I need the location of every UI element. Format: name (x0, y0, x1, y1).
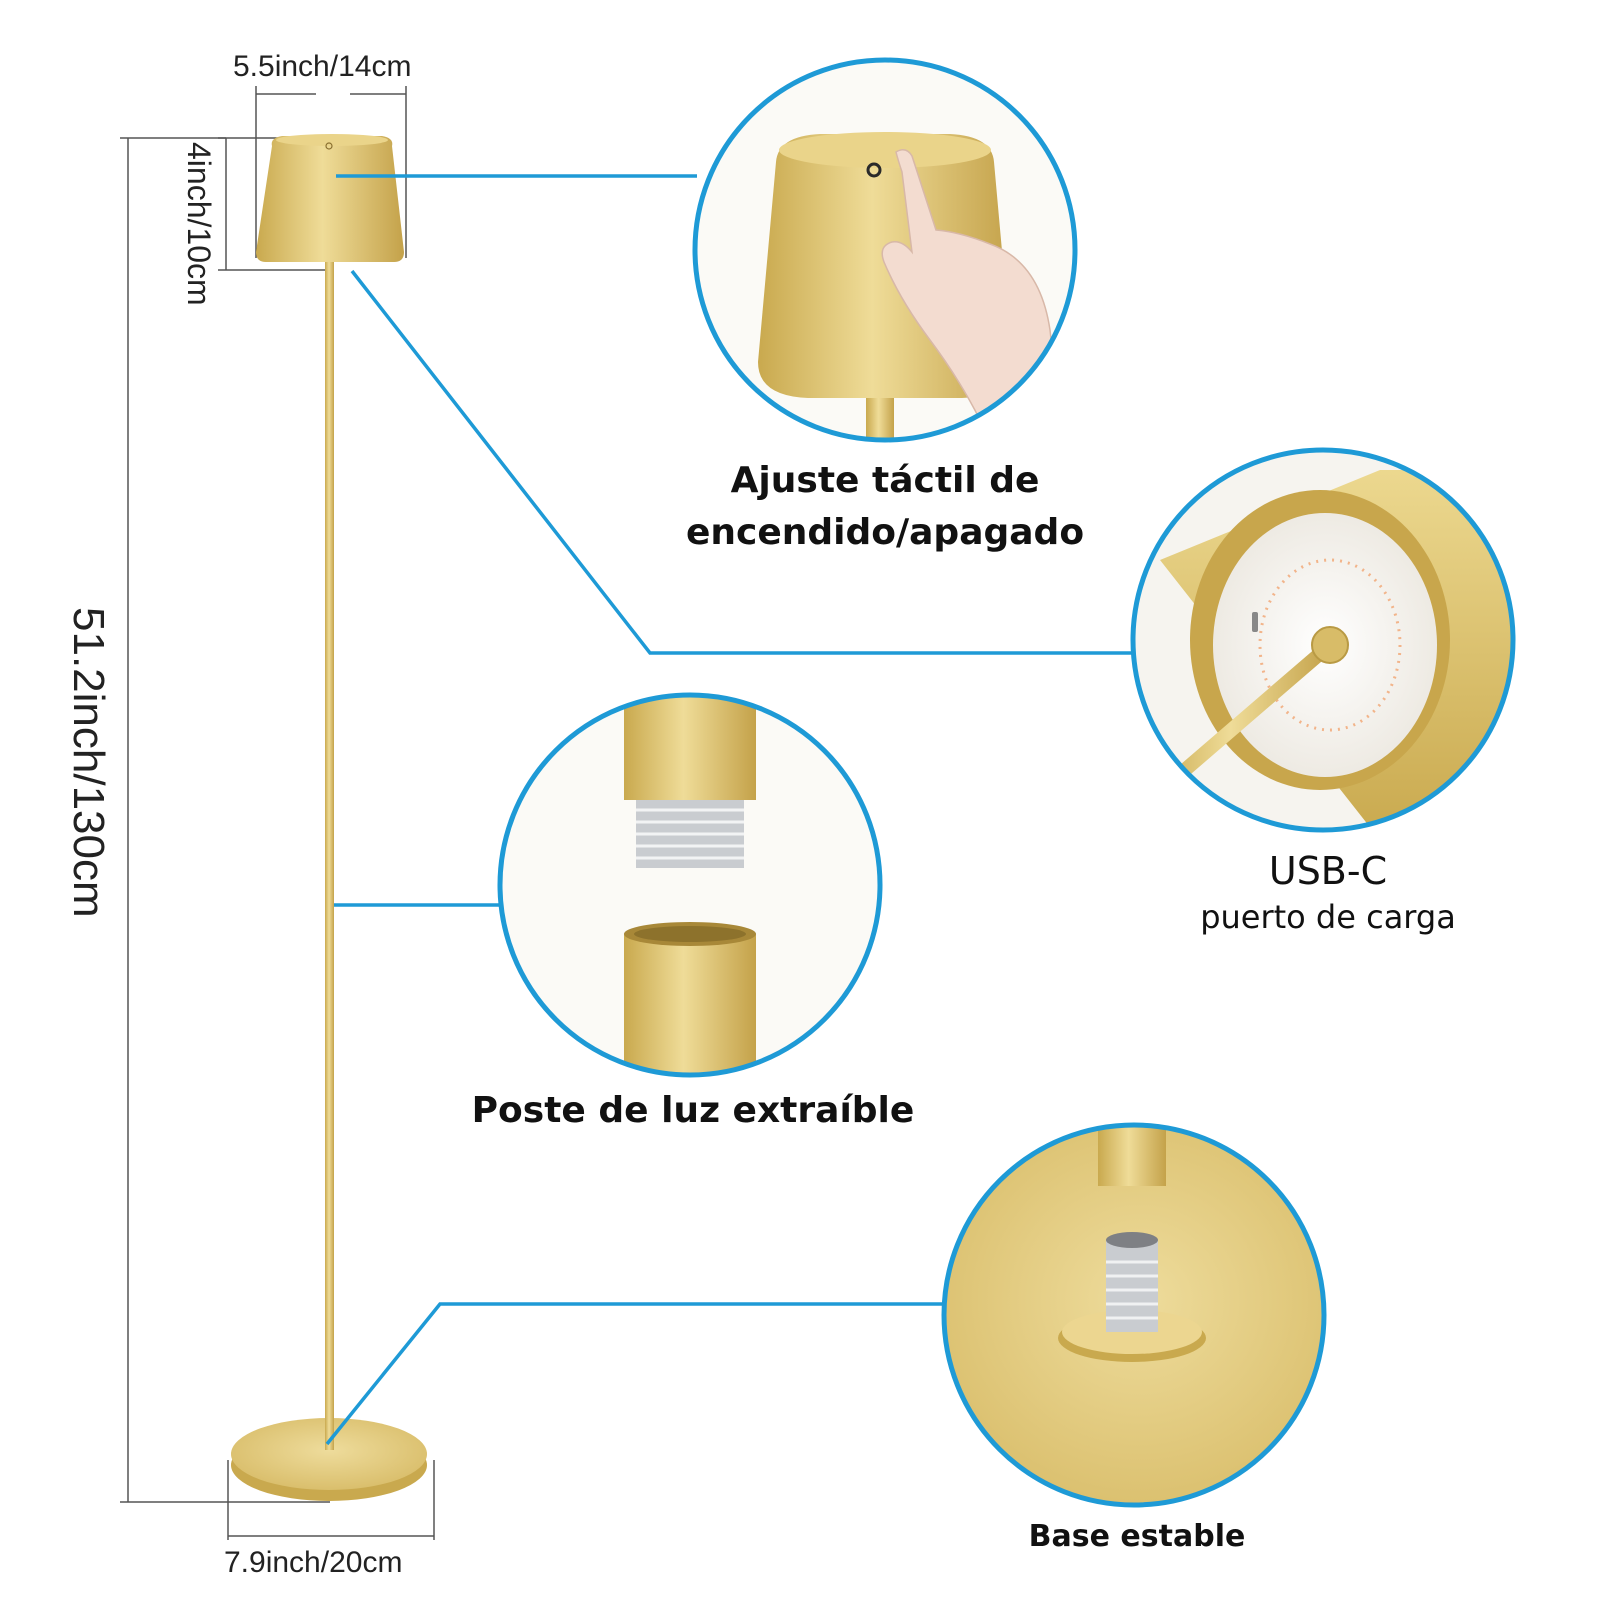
usb-detail-circle (1130, 447, 1516, 833)
lamp-shade (256, 136, 404, 262)
total-height-label: 51.2inch/130cm (64, 607, 113, 918)
shade-height-label: 4inch/10cm (181, 142, 217, 306)
finger-icon (881, 149, 1061, 421)
dimension-lines (120, 86, 435, 1540)
base-width-label: 7.9inch/20cm (224, 1546, 402, 1579)
base-detail-circle (941, 1122, 1327, 1508)
shade-width-label: 5.5inch/14cm (233, 50, 411, 83)
pole-caption: Poste de luz extraíble (472, 1090, 915, 1131)
touch-detail-circle (692, 57, 1078, 443)
thread-icon (636, 800, 744, 868)
touch-button-icon (866, 162, 882, 178)
floor-lamp (231, 134, 427, 1501)
lamp-base (231, 1418, 427, 1490)
touch-caption-line2: encendido/apagado (686, 512, 1084, 553)
base-caption: Base estable (1029, 1519, 1246, 1554)
usb-caption-line1: USB-C (1269, 849, 1387, 893)
pole-detail-circle (497, 692, 883, 1078)
lamp-pole (325, 255, 334, 1450)
usb-port-icon (1252, 612, 1258, 632)
connector-lines (325, 174, 1134, 1446)
lamp-shade-top (276, 134, 388, 146)
touch-button-icon (325, 142, 333, 150)
usb-caption-line2: puerto de carga (1200, 898, 1456, 936)
base-thread-icon (1106, 1232, 1158, 1332)
touch-caption-line1: Ajuste táctil de (731, 460, 1040, 501)
